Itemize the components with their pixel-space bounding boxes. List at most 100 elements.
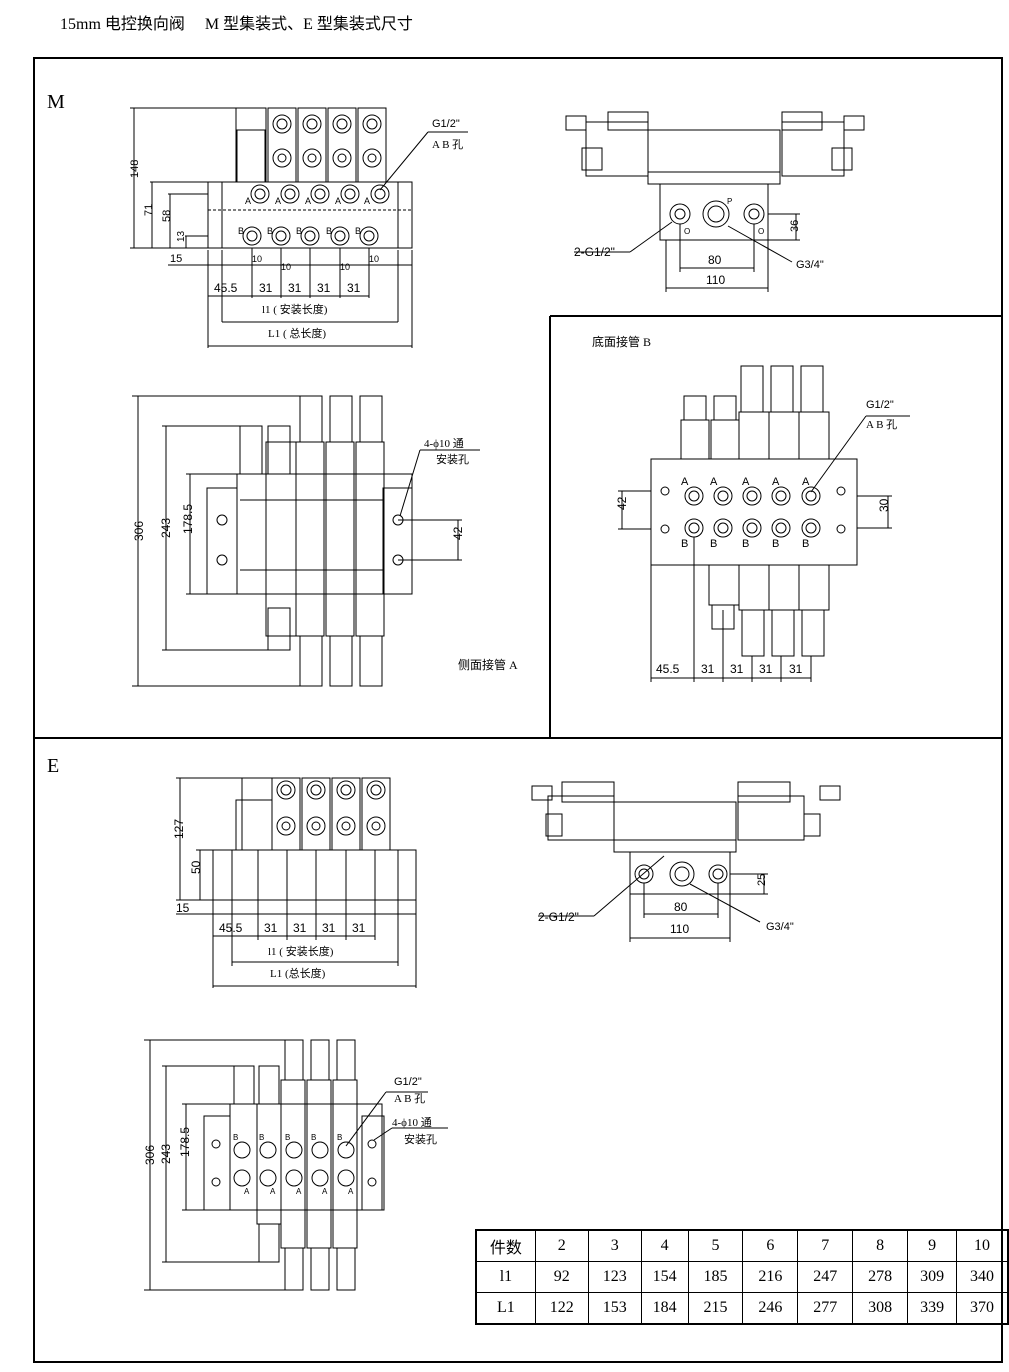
dim-42: 42 [451,526,465,540]
side-connection-caption: 侧面接管 A [458,657,518,672]
table-cell: 154 [640,1261,689,1293]
port-p-label: P [727,197,732,206]
dim-31: 31 [264,921,278,935]
dim-l1-install-length: l1 ( 安装长度) [268,944,334,958]
dim-42: 42 [615,496,629,510]
port-thread-note: G1/2" [394,1076,422,1088]
port-label-b: B [259,1133,264,1142]
table-cell: 340 [956,1261,1009,1293]
port-label-b: B [267,226,273,236]
table-cell: 370 [956,1292,1009,1325]
dim-306: 306 [143,1145,157,1165]
port-label-a: A [275,196,281,206]
dim-243: 243 [159,518,173,538]
port-label-a: A [710,476,718,488]
dim-31: 31 [259,281,273,295]
dim-71: 71 [143,204,155,216]
table-cell: 246 [742,1292,799,1325]
m-bottom-view: 底面接管 B A A A A A B [592,334,910,682]
port-label-b: B [355,226,361,236]
table-header-row: 件数 2 3 4 5 6 7 8 9 10 [475,1229,1009,1262]
mount-hole-note: 4-ϕ10 通 [424,437,464,450]
dim-110: 110 [706,273,725,287]
table-cell: 247 [797,1261,854,1293]
dim-306: 306 [132,521,146,541]
table-header-cell: 4 [640,1229,689,1262]
port-label-a: A [802,476,810,488]
dim-L1-total-length: L1 (总长度) [270,966,326,980]
port-ab-note: A B 孔 [432,138,463,151]
port-label-b: B [742,538,749,550]
port-o-label: O [684,227,690,236]
port-ab-note: A B 孔 [394,1092,425,1105]
bottom-connection-caption: 底面接管 B [592,334,651,349]
dim-31: 31 [789,662,803,676]
table-cell: 216 [742,1261,799,1293]
port-label-a: A [244,1187,250,1196]
port-label-a: A [681,476,689,488]
table-cell: 122 [534,1292,589,1325]
dim-15: 15 [170,253,182,265]
e-side-view: B B B B B A A A A A 306 243 178.5 G1/2" … [143,1039,448,1291]
port-label-b: B [296,226,302,236]
port-label-a: A [742,476,750,488]
dim-10: 10 [340,262,350,272]
dim-31: 31 [701,662,715,676]
dim-10: 10 [281,262,291,272]
table-cell: 123 [587,1261,642,1293]
port-label-b: B [326,226,332,236]
table-cell: 277 [797,1292,854,1325]
dim-25: 25 [756,874,768,886]
table-header-cell: 10 [956,1229,1009,1262]
e-front-view: 127 50 15 45.5 31 31 31 31 l1 ( 安装长度) L1… [172,777,417,988]
dim-31: 31 [759,662,773,676]
dim-L1-total-length: L1 ( 总长度) [268,326,326,340]
port-label-a: A [348,1187,354,1196]
drawing-frame [33,57,1003,1363]
dim-31: 31 [317,281,331,295]
e-end-view: 25 80 110 G3/4" 2-G1/2" [531,781,841,942]
section-label-m: M [47,91,65,113]
table-cell: 339 [907,1292,958,1325]
port-label-a: A [772,476,780,488]
dim-31: 31 [293,921,307,935]
m-end-view: P O O 36 80 110 G3/4" 2-G1/2" [565,111,865,292]
port-label-b: B [233,1133,238,1142]
dim-13: 13 [176,230,187,242]
dim-31: 31 [730,662,744,676]
thread-2-g1-2: 2-G1/2" [574,245,615,259]
port-label-b: B [802,538,809,550]
m-front-view: A A A A A B B B B B 148 71 58 13 15 [129,107,468,348]
table-cell: 184 [640,1292,689,1325]
table-cell: 308 [852,1292,909,1325]
port-label-a: A [305,196,311,206]
table-header-cell: 3 [587,1229,642,1262]
table-header-cell: 5 [687,1229,744,1262]
table-row-label: L1 [475,1292,536,1325]
port-label-b: B [772,538,779,550]
table-row: l1 92 123 154 185 216 247 278 309 340 [475,1261,1009,1293]
port-label-a: A [364,196,370,206]
table-row-label: l1 [475,1261,536,1293]
table-header-cell: 2 [534,1229,589,1262]
table-cell: 153 [587,1292,642,1325]
table-header-cell: 件数 [475,1229,536,1262]
thread-g3-4: G3/4" [766,921,794,933]
dim-80: 80 [708,253,722,267]
thread-2-g1-2: 2-G1/2" [538,910,579,924]
dim-10: 10 [252,254,262,264]
dim-127: 127 [172,819,186,839]
port-label-a: A [270,1187,276,1196]
dim-178-5: 178.5 [181,504,195,534]
dim-l1-install-length: l1 ( 安装长度) [262,302,328,316]
table-cell: 92 [534,1261,589,1293]
port-ab-note: A B 孔 [866,418,897,431]
table-row: L1 122 153 184 215 246 277 308 339 370 [475,1292,1009,1325]
table-cell: 309 [907,1261,958,1293]
table-header-cell: 8 [852,1229,909,1262]
port-thread-note: G1/2" [866,399,894,411]
mount-hole-label: 安装孔 [404,1132,437,1146]
dim-31: 31 [347,281,361,295]
m-side-view: 306 243 178.5 42 4-ϕ10 通 安装孔 侧面接管 A [132,395,518,687]
table-header-cell: 7 [797,1229,854,1262]
